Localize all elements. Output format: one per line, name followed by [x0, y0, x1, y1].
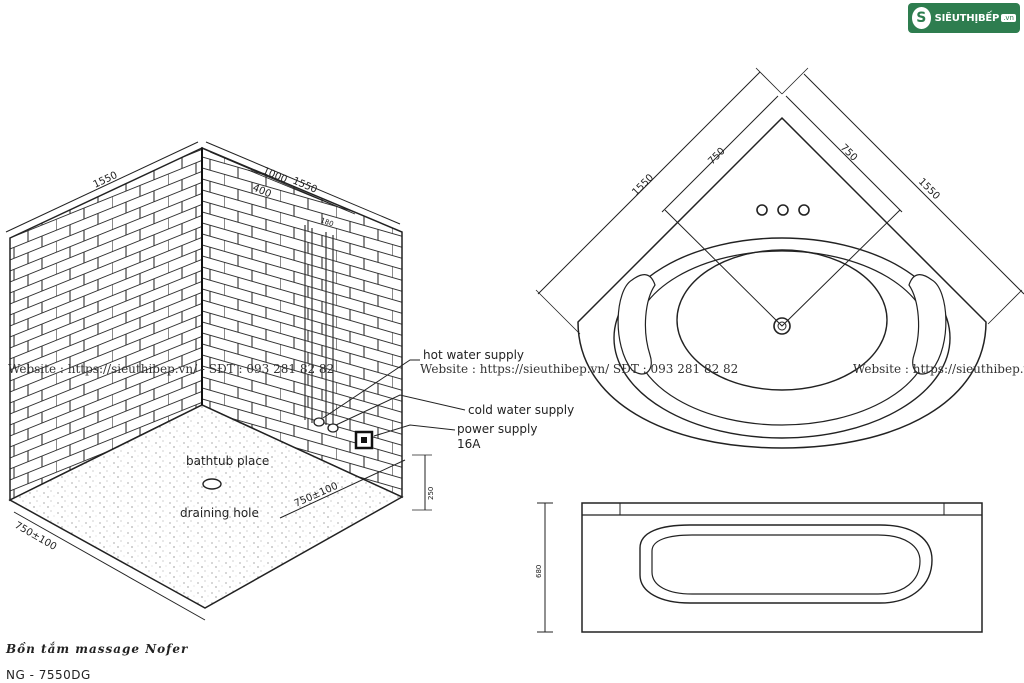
front-view: 680	[535, 502, 983, 633]
dim-height-small: 250	[427, 487, 435, 500]
dim-top-left-outer: 1550	[630, 172, 656, 198]
faucet-hole-3	[798, 204, 810, 216]
right-armrest	[908, 274, 947, 375]
install-view: 1550 1550 1000 400 180 750±100 750±100 2…	[5, 141, 574, 621]
draining-hole-mark	[202, 478, 222, 490]
front-basin-inner	[651, 534, 921, 595]
faucet-hole-1	[756, 204, 768, 216]
label-power-rating: 16A	[457, 437, 481, 451]
product-model: NG - 7550DG	[6, 668, 91, 682]
brand-logo[interactable]: S SIÊUTHỊBẾP .vn	[908, 3, 1020, 33]
label-draining-hole: draining hole	[180, 506, 259, 520]
tub-basin	[676, 249, 888, 391]
floor	[8, 404, 404, 609]
logo-text: SIÊUTHỊBẾP	[934, 12, 1000, 24]
tub-outline	[577, 116, 987, 449]
cold-water-outlet	[327, 423, 339, 433]
faucet-hole-2	[777, 204, 789, 216]
dim-front-height: 680	[535, 565, 543, 578]
product-title: Bồn tắm massage Nofer	[6, 642, 189, 656]
label-power-supply: power supply	[457, 422, 537, 436]
hot-water-outlet	[313, 417, 325, 427]
watermark-left: Website : https://sieuthibep.vn/ - SĐT :…	[8, 362, 335, 376]
dim-top-right-inner: 750	[838, 142, 859, 163]
label-hot-water: hot water supply	[423, 348, 524, 362]
left-armrest	[617, 274, 656, 375]
tub-rim	[613, 237, 951, 439]
logo-mark-icon: S	[912, 7, 931, 29]
label-bathtub-place: bathtub place	[186, 454, 269, 468]
watermark-center: Website : https://sieuthibep.vn/ SĐT : 0…	[420, 362, 739, 376]
dim-floor-left: 750±100	[13, 520, 59, 553]
label-cold-water: cold water supply	[468, 403, 574, 417]
front-basin-outer	[639, 524, 933, 604]
top-view: 1550 750 750 1550	[535, 67, 1024, 449]
logo-tld: .vn	[1001, 14, 1016, 22]
watermark-right: Website : https://sieuthibep.vn/	[853, 362, 1024, 376]
front-outline	[581, 502, 983, 633]
dim-left-wall: 1550	[92, 170, 120, 191]
